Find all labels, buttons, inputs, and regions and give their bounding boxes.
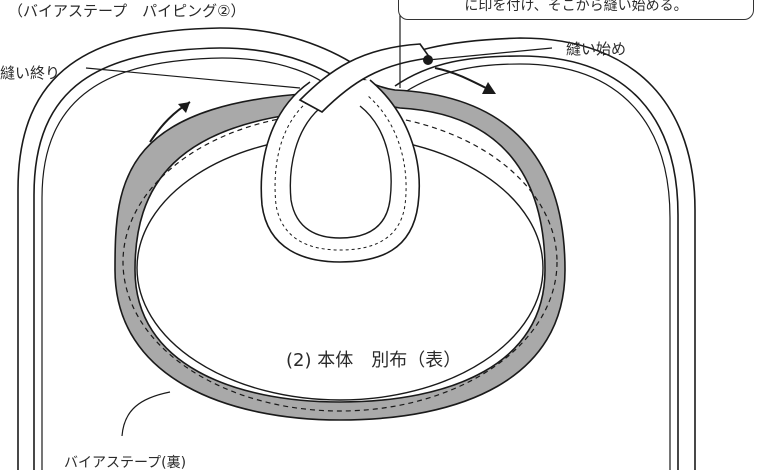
tape-leader	[121, 391, 171, 437]
label-bias-tape: バイアステープ(裏)	[64, 455, 187, 471]
neck-outer	[260, 79, 421, 263]
end-leader	[85, 67, 301, 89]
start-leader	[427, 47, 553, 61]
stitch-line	[122, 112, 558, 412]
diagram-title: （バイアステープ パイピング②）	[8, 2, 246, 20]
outer-binding-right-inner-2	[404, 63, 671, 470]
arrow-right	[434, 67, 491, 91]
label-sewing-end: 縫い終り	[0, 64, 61, 82]
neck-inner	[289, 105, 392, 239]
outer-binding-inner-line	[33, 47, 346, 470]
outer-binding-outer-line	[17, 27, 371, 470]
note-box: に印を付け、そこから縫い始める。	[398, 0, 754, 20]
label-body-fabric: (2) 本体 別布（表）	[286, 350, 462, 371]
note-text: に印を付け、そこから縫い始める。	[464, 0, 688, 14]
arrow-right-head	[482, 82, 496, 94]
outer-binding-inner-line-2	[41, 57, 334, 470]
label-sewing-start: 縫い始め	[566, 40, 627, 58]
outer-binding-right-inner	[394, 55, 679, 470]
neck-dashed	[274, 95, 407, 251]
start-dot	[423, 55, 433, 65]
arrow-left-head	[178, 102, 190, 113]
